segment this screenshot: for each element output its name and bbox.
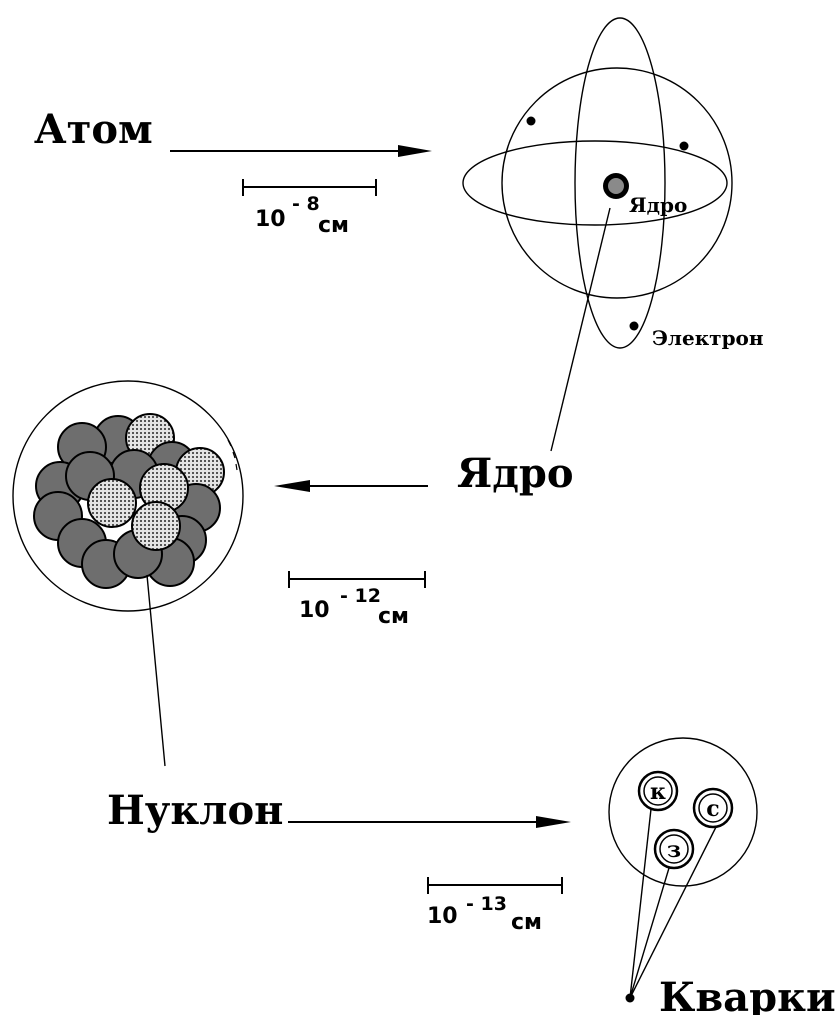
atom-arrow	[170, 145, 432, 157]
nucleus-pointer-line	[550, 207, 611, 452]
electron-label: Электрон	[652, 326, 764, 350]
nucleon-boundary	[608, 737, 758, 887]
nucleon-section: Нуклон 10 - 13 см к с	[107, 737, 836, 1015]
nucleus-section: Ядро 10 - 12 см	[12, 380, 574, 629]
nucleon-pointer-line	[146, 574, 166, 767]
quark-label: з	[667, 837, 681, 863]
quark: з	[653, 828, 695, 870]
nucleus-boundary	[12, 380, 244, 612]
atom-scale-bar: 10 - 8 см	[242, 179, 377, 238]
nucleus-scale-unit: см	[378, 604, 409, 629]
proton	[131, 501, 181, 551]
nucleus-label: Ядро	[457, 450, 574, 497]
electron-dot	[629, 321, 639, 331]
nucleon-scale-base: 10	[427, 904, 458, 929]
atom-scale-exponent: - 8	[292, 193, 320, 215]
horizontal-orbit	[462, 140, 728, 226]
atom-illustration: Ядро Электрон	[462, 17, 764, 350]
quark-label: к	[650, 779, 666, 805]
nucleus-small-label: Ядро	[629, 193, 687, 217]
nucleon-scale-bar: 10 - 13 см	[427, 877, 563, 935]
electron-dot	[679, 141, 689, 151]
electron-dot	[526, 116, 536, 126]
atom-scale-unit: см	[318, 213, 349, 238]
nucleus-scale-base: 10	[299, 598, 330, 623]
atom-shell	[501, 67, 733, 299]
proton	[87, 478, 137, 528]
nucleus-illustration	[12, 380, 244, 612]
quark-pointer-lines	[629, 808, 717, 999]
atom-label: Атом	[34, 106, 153, 153]
atom-section: Атом 10 - 8 см Ядро Электрон	[34, 17, 764, 350]
nucleus-scale-bar: 10 - 12 см	[288, 571, 426, 629]
quark: с	[692, 787, 734, 829]
nucleon-illustration: к с з	[608, 737, 758, 1003]
nucleon-scale-exponent: - 13	[466, 893, 507, 915]
quarks-label: Кварки	[659, 974, 836, 1015]
nucleus-core-inner	[608, 178, 624, 194]
nucleus-scale-exponent: - 12	[340, 585, 381, 607]
quark: к	[637, 770, 679, 812]
nucleus-dotted-edge	[227, 439, 238, 471]
atom-scale-base: 10	[255, 207, 286, 232]
nucleon-scale-unit: см	[511, 910, 542, 935]
nucleon-label: Нуклон	[107, 787, 283, 834]
nucleus-arrow	[274, 480, 428, 492]
quark-label: с	[706, 796, 719, 822]
nucleon-arrow	[288, 816, 571, 828]
quark-pointer-dot	[625, 993, 635, 1003]
vertical-orbit	[574, 17, 666, 349]
